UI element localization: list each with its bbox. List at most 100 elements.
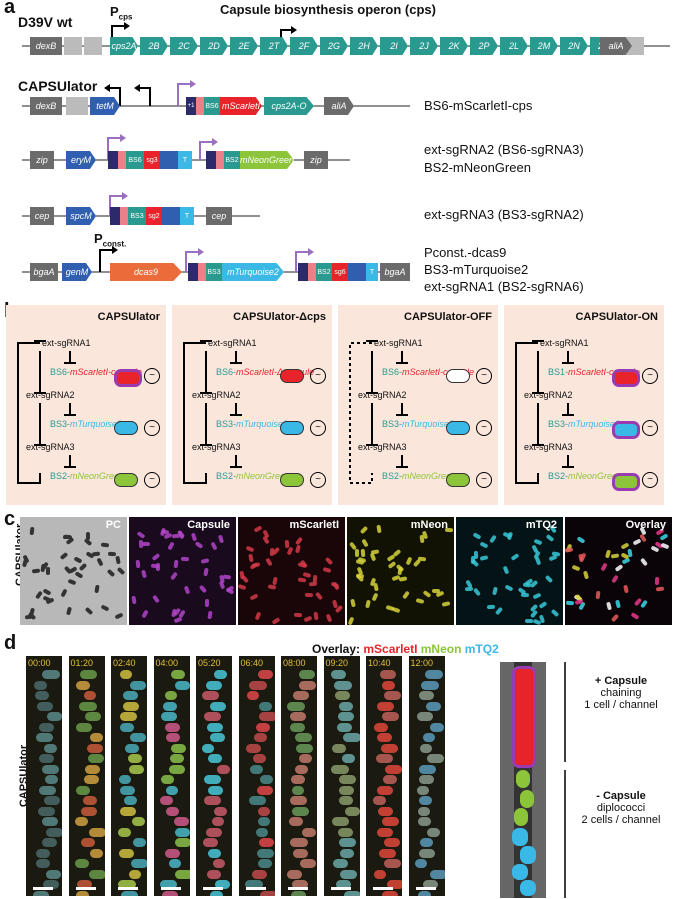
cell-spot [489,534,498,544]
cell-spot [260,890,275,896]
cell-spot [343,890,360,896]
cell-spot [123,701,139,711]
cell-spot [117,827,132,837]
cell-spot [376,827,394,837]
cell-spot [213,806,227,816]
bacterium-cell [446,421,470,435]
cell-spot [254,733,268,742]
cell-spot [479,541,489,549]
cell-spot [304,593,313,598]
cell-spot [169,571,178,581]
cell-spot [75,680,91,690]
cell-spot [207,610,213,620]
cell-spot [91,551,101,557]
cell-spot [203,567,209,577]
cell-spot [41,817,58,826]
tss-plus1: +1 [186,97,196,115]
cell-spot [334,680,353,690]
cell-spot [21,558,28,568]
cell-spot [141,609,149,618]
cell-spot [259,775,274,784]
wt-gene-2k: 2K [440,37,468,55]
time-label: 04:00 [155,658,179,668]
timelapse-frame: 02:40 [111,656,147,896]
timelapse-frame: 05:20 [196,656,232,896]
bacterium-cell [612,473,640,491]
cell-spot [88,754,104,763]
cell-spot [35,691,50,700]
timelapse-frame: 00:00 [26,656,62,896]
bacterium-cell [446,369,470,383]
cell-spot [290,838,308,847]
target-2: BS3-mTurquoise2 [382,419,454,429]
cell-spot [340,848,355,858]
cell-spot [336,880,351,889]
cell-spot [383,838,400,847]
cell-spot [268,584,277,590]
cell-spot [639,557,648,567]
cell-spot [480,555,489,562]
cell-spot [385,604,395,612]
cell-spot [59,551,69,560]
bacterium-cell [114,473,138,487]
cell-spot [74,859,89,868]
target-2: BS3-mTurquoise2 [50,419,122,429]
cell-spot [36,848,50,858]
cell-spot [354,549,359,558]
cell-spot [42,670,60,679]
cell-spot [208,785,224,795]
bs6-site: BS6 [204,97,220,115]
cell-spot [292,848,309,858]
cell-spot [576,536,586,544]
cell-spot [73,556,83,564]
cell-spot [510,552,520,561]
cell-spot [47,712,62,721]
cell-spot [472,531,482,540]
cell-spot [114,555,121,564]
circuit-panel: CAPSUlator-ON ext-sgRNA1 BS1-mScarletI-c… [504,305,664,505]
cell-spot [429,869,445,879]
cell-spot [174,827,190,837]
cell-spot [169,754,185,763]
cell-spot [42,764,59,774]
circuit-panel: CAPSUlator-Δcps ext-sgRNA1 BS6-mScarletI… [172,305,332,505]
cell-spot [425,670,443,679]
scale-bar [415,887,436,890]
bacterium-cell [114,369,142,387]
target-3: BS2-mNeonGreen [50,471,125,481]
row2-desc-2: BS2-mNeonGreen [424,160,531,175]
gene-mTurquoise2: mTurquoise2 [222,263,284,281]
pcps-label: Pcps [110,4,133,22]
cell-spot [630,612,640,621]
cell-spot [120,890,139,896]
circuit-title: CAPSUlator-ON [575,311,658,323]
cell-spot [473,587,482,597]
wt-gene-2i: 2I [380,37,408,55]
cell-spot [258,670,273,679]
cell-spot [491,586,498,596]
cell-spot [163,701,177,711]
ext-sgrna2-label: ext-sgRNA2 [358,390,407,400]
cell-spot [45,566,50,575]
cell-spot [254,611,261,620]
circuit-lines [349,340,408,484]
timelapse-frame: 06:40 [238,656,275,896]
ext-sgrna1-label: ext-sgRNA1 [42,338,91,348]
target-2: BS3-mTurquoise2 [548,419,620,429]
wt-gene-2b: 2B [140,37,168,55]
cell-spot [174,680,190,690]
cell-spot [83,691,96,700]
cell-spot [255,722,271,732]
cell-spot [169,764,185,774]
cell-spot [114,612,124,620]
pam-4b [308,263,316,281]
gene-cps2A-O: cps2A-O [264,97,314,115]
wt-gene-2j: 2J [410,37,438,55]
cell-spot [289,712,306,721]
target-3: BS2-mNeonGreen [382,471,457,481]
oscillation-icon: ~ [144,472,160,488]
cell-spot [364,599,371,609]
terminator-4: T [366,263,378,281]
cell-spot [292,691,310,700]
cell-spot [330,670,346,679]
